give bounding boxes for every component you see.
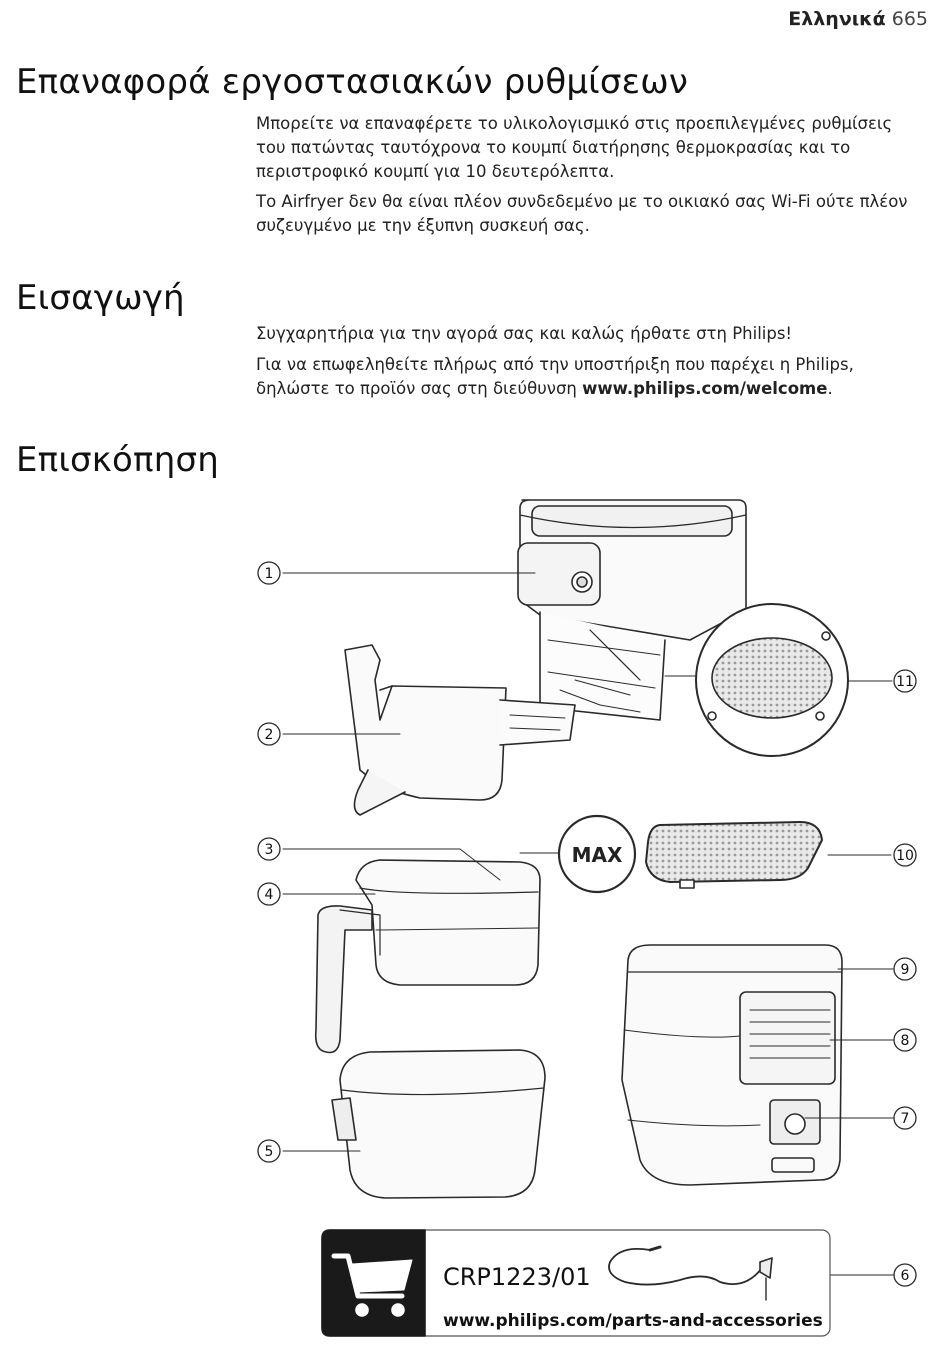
callout-11: 11 xyxy=(896,674,914,690)
callout-8: 8 xyxy=(901,1033,910,1049)
basket-compartment xyxy=(344,644,576,816)
callout-3: 3 xyxy=(265,842,274,858)
filter-mat xyxy=(645,821,823,889)
air-inlet-detail xyxy=(664,603,849,757)
callout-4: 4 xyxy=(265,887,274,903)
basket xyxy=(314,859,541,1054)
reset-paragraph-2: Το Airfryer δεν θα είναι πλέον συνδεδεμέ… xyxy=(256,192,908,235)
callout-leaders xyxy=(282,572,894,1276)
reset-paragraph-1: Μπορείτε να επαναφέρετε το υλικολογισμικ… xyxy=(256,114,893,181)
page-number: 665 xyxy=(891,8,928,30)
max-indicator: MAX xyxy=(519,814,637,894)
callout-10: 10 xyxy=(896,848,914,864)
callout-7: 7 xyxy=(901,1111,910,1127)
intro-paragraph-2: Για να επωφεληθείτε πλήρως από την υποστ… xyxy=(256,355,854,398)
section-title-intro: Εισαγωγή xyxy=(16,278,185,318)
product-overview-diagram: MAX 1 xyxy=(257,499,917,1337)
callout-2: 2 xyxy=(265,727,274,743)
language-label: Ελληνικά xyxy=(788,8,886,30)
accessory-box: CRP1223/01 www.philips.com/parts-and-acc… xyxy=(321,1229,831,1337)
shopping-cart-icon xyxy=(331,1253,413,1317)
accessory-url[interactable]: www.philips.com/parts-and-accessories xyxy=(443,1311,823,1331)
intro-paragraph-1: Συγχαρητήρια για την αγορά σας και καλώς… xyxy=(256,324,793,343)
accessory-code: CRP1223/01 xyxy=(443,1263,591,1291)
section-title-reset: Επαναφορά εργοστασιακών ρυθμίσεων xyxy=(16,62,689,102)
welcome-link[interactable]: www.philips.com/welcome xyxy=(582,379,828,398)
appliance-housing xyxy=(517,499,747,721)
inner-pan xyxy=(331,1049,546,1199)
callout-1: 1 xyxy=(265,566,274,582)
callout-5: 5 xyxy=(265,1144,274,1160)
drawer-housing xyxy=(621,944,843,1186)
callout-6: 6 xyxy=(901,1268,910,1284)
callout-numbers: 1 2 3 4 5 6 7 8 9 10 11 xyxy=(257,561,917,1287)
section-title-overview: Επισκόπηση xyxy=(16,440,219,480)
callout-9: 9 xyxy=(901,962,910,978)
max-label: MAX xyxy=(572,843,623,867)
